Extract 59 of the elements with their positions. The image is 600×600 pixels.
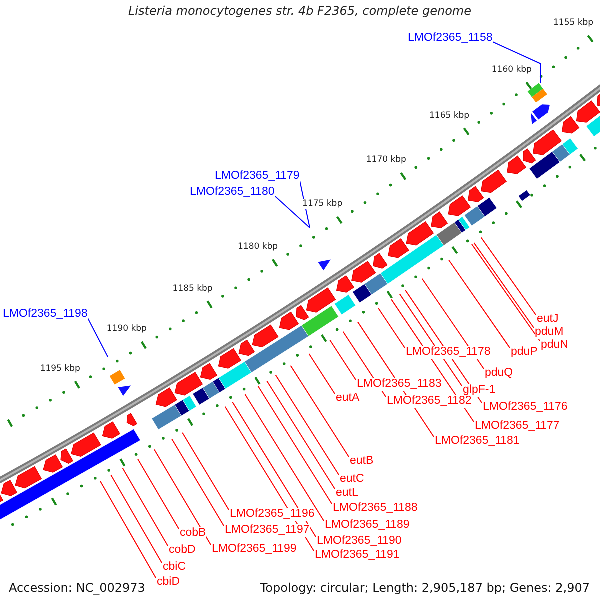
gene-label: LMOf2365_1191 <box>315 549 400 562</box>
gene-label: LMOf2365_1188 <box>333 502 418 515</box>
leader-line <box>266 380 336 490</box>
gene-label: LMOf2365_1178 <box>406 346 491 359</box>
leader-line <box>474 242 534 328</box>
gene-label: pduM <box>535 326 564 339</box>
gene-label: LMOf2365_1199 <box>212 543 297 556</box>
leader-line <box>472 244 540 342</box>
leader-line <box>154 449 212 546</box>
tick-label: 1190 kbp <box>106 324 147 334</box>
gene-label: pduP <box>511 346 538 359</box>
tick-label: 1175 kbp <box>302 199 343 210</box>
gene-label: pduN <box>541 339 568 352</box>
tick-label: 1160 kbp <box>492 64 532 75</box>
tick-label: 1195 kbp <box>40 364 80 374</box>
tick-label: 1180 kbp <box>238 242 278 252</box>
map-title: Listeria monocytogenes str. 4b F2365, complete genome <box>128 4 472 18</box>
gene-label: pduQ <box>485 367 514 380</box>
gene-label: LMOf2365_1197 <box>225 524 310 537</box>
gene-label: LMOf2365_1196 <box>230 508 315 521</box>
leader-line <box>258 386 332 504</box>
leader-line <box>308 354 336 394</box>
gene-label: LMOf2365_1182 <box>387 395 472 408</box>
gene-label: LMOf2365_1189 <box>325 519 410 532</box>
gene-label: LMOf2365_1180 <box>190 186 275 199</box>
gene-label: LMOf2365_1181 <box>435 435 520 448</box>
leader-line <box>274 196 310 228</box>
leader-line <box>330 340 356 380</box>
leader-line <box>182 432 230 510</box>
gene-label: glpF-1 <box>463 384 496 397</box>
leader-line <box>448 260 510 348</box>
gene-label: LMOf2365_1176 <box>483 401 568 414</box>
gene-label: LMOf2365_1198 <box>3 308 88 321</box>
leader-line <box>110 474 162 564</box>
gene-feature <box>528 83 548 103</box>
leader-line <box>378 308 406 348</box>
leader-line <box>290 365 350 458</box>
leader-line <box>480 237 536 316</box>
gene-label: LMOf2365_1183 <box>357 378 442 391</box>
tick-label: 1165 kbp <box>430 110 470 121</box>
gene-label: LMOf2365_1190 <box>317 535 402 548</box>
accession-text: Accession: NC_002973 <box>9 581 146 595</box>
leader-line <box>172 438 224 526</box>
tick-label: 1170 kbp <box>366 155 406 166</box>
tick-label: 1185 kbp <box>172 284 213 294</box>
genome-info-text: Topology: circular; Length: 2,905,187 bp; Genes: 2,907 <box>260 581 590 595</box>
tick-label: 1155 kbp <box>554 18 594 28</box>
leader-line <box>100 480 156 578</box>
leader-line <box>122 468 168 546</box>
gene-label: LMOf2365_1177 <box>475 420 560 433</box>
leader-line <box>87 318 108 358</box>
leader-line <box>244 394 324 522</box>
gene-label: LMOf2365_1179 <box>215 170 300 183</box>
leader-line <box>492 42 542 84</box>
leader-line <box>232 402 316 538</box>
gene-label: cobB <box>180 527 206 540</box>
leader-line <box>275 374 340 476</box>
leader-line <box>138 458 180 530</box>
gene-label: LMOf2365_1158 <box>408 32 493 45</box>
